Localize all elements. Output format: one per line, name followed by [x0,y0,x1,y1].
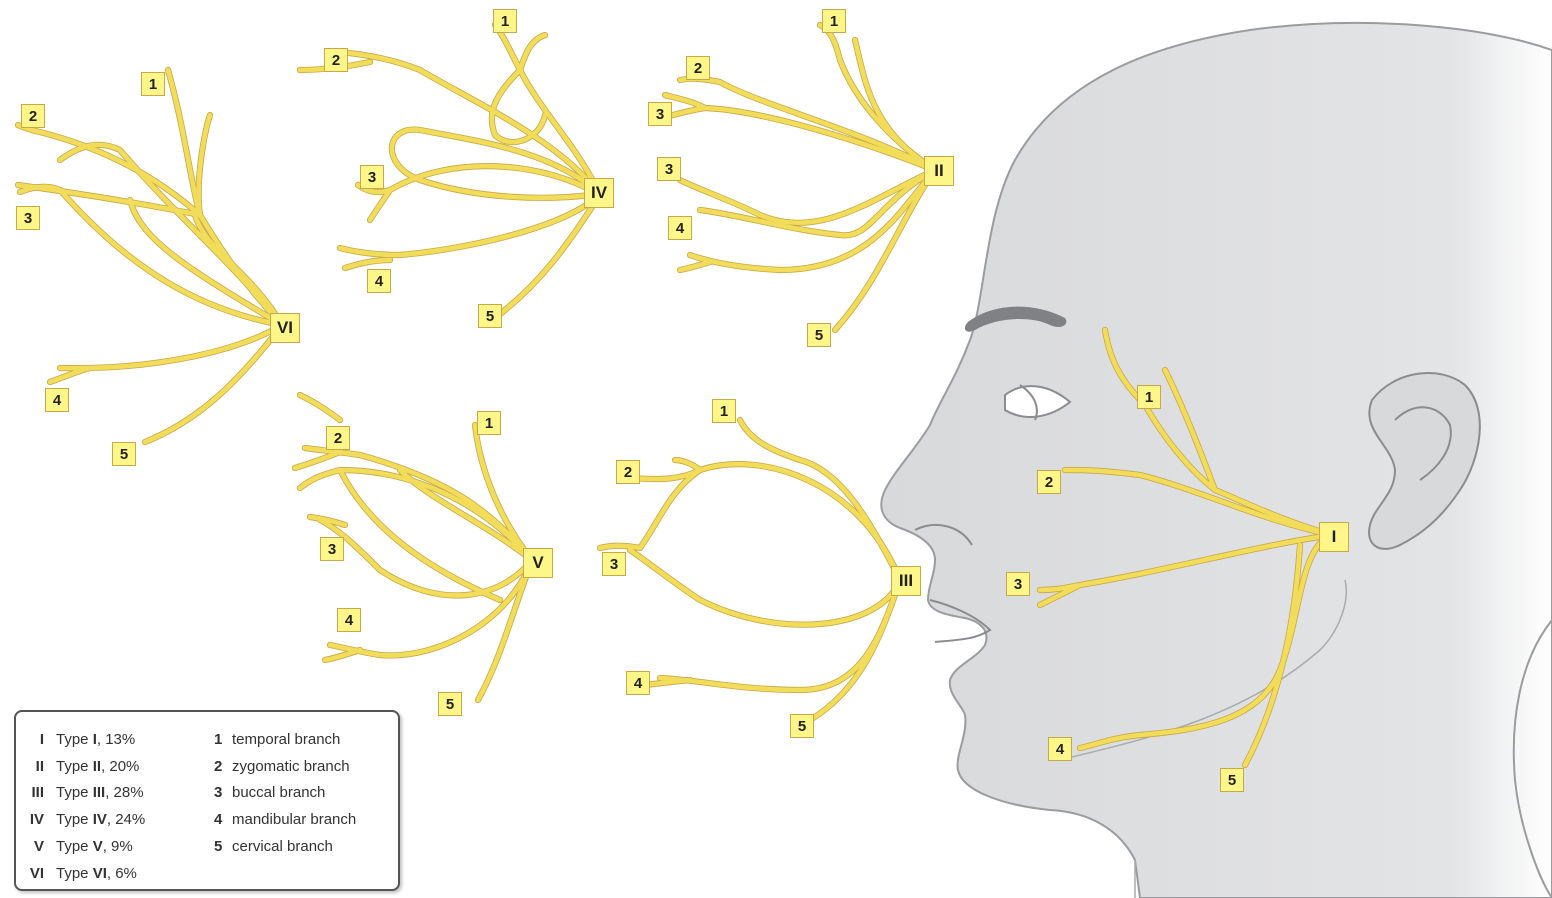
legend-type-text: Type VI, 6% [56,865,137,882]
i-label-4: 4 [1048,737,1072,761]
iii-label-1: 1 [712,399,736,423]
type-v-label: V [523,548,553,578]
vi-label-4: 4 [45,388,69,412]
type-vi-label: VI [270,313,300,343]
legend-branch-row: 5 cervical branch [214,833,356,860]
legend-type-text: Type V, 9% [56,838,133,855]
legend-branch-name: zygomatic branch [232,758,350,775]
head-profile [881,23,1552,898]
type-iii-label: III [891,566,921,596]
type-iv-nerve-branch [492,70,545,142]
legend-type-text: Type I, 13% [56,731,135,748]
type-vi-branch-outline [130,200,282,325]
legend-branch-row: 2 zygomatic branch [214,753,356,780]
type-vi-nerve-branch [199,115,210,215]
legend-branch-row: 3 buccal branch [214,780,356,807]
iii-label-2: 2 [616,460,640,484]
legend-type-numeral: II [16,758,56,775]
iii-label-5: 5 [790,714,814,738]
type-iii-nerve-branch [740,420,900,580]
type-vi-branch-outline [50,325,282,382]
type-vi-nerve-branch [145,325,282,442]
legend-branches: 1 temporal branch 2 zygomatic branch 3 b… [214,726,356,860]
type-vi-nerve-branch [130,200,282,325]
legend-type-text: Type IV, 24% [56,811,145,828]
legend-branch-key: 1 [214,731,232,748]
legend-type-row: III Type III, 28% [16,780,145,807]
legend-types: I Type I, 13% II Type II, 20% III Type I… [16,726,145,887]
vi-label-2: 2 [21,104,45,128]
v-label-1: 1 [477,411,501,435]
legend-type-numeral: I [16,731,56,748]
type-iv-label: IV [584,178,614,208]
legend-type-numeral: III [16,784,56,801]
iii-label-3: 3 [602,552,626,576]
type-vi-branch-outline [145,325,282,442]
type-vi-nerve-branch [60,145,282,325]
legend-branch-name: buccal branch [232,784,325,801]
vi-label-5: 5 [112,442,136,466]
legend-type-numeral: V [16,838,56,855]
i-label-5: 5 [1220,768,1244,792]
legend-branch-key: 4 [214,811,232,828]
iii-label-4: 4 [626,671,650,695]
type-v-nerve-branch [300,395,340,420]
legend-type-row: I Type I, 13% [16,726,145,753]
legend-branch-key: 5 [214,838,232,855]
vi-label-3: 3 [16,206,40,230]
iv-label-5: 5 [478,304,502,328]
type-vi-nerve-branch [50,325,282,382]
v-label-3: 3 [320,537,344,561]
type-vi-branch-outline [168,70,282,325]
legend-branch-name: cervical branch [232,838,333,855]
legend-type-row: IV Type IV, 24% [16,806,145,833]
ii-label-5: 5 [807,323,831,347]
vi-label-1: 1 [141,72,165,96]
iv-label-3: 3 [360,165,384,189]
legend-type-text: Type II, 20% [56,758,139,775]
legend-type-row: V Type V, 9% [16,833,145,860]
i-label-1: 1 [1137,385,1161,409]
legend-box: I Type I, 13% II Type II, 20% III Type I… [14,710,400,891]
type-iii-branch-outline [600,546,900,625]
type-iii-nerve-branch [630,460,900,580]
ii-label-2: 2 [686,56,710,80]
legend-branch-name: temporal branch [232,731,340,748]
legend-type-row: II Type II, 20% [16,753,145,780]
legend-branch-key: 2 [214,758,232,775]
legend-branch-row: 4 mandibular branch [214,806,356,833]
v-label-2: 2 [326,426,350,450]
legend-branch-row: 1 temporal branch [214,726,356,753]
legend-type-numeral: VI [16,865,56,882]
legend-type-numeral: IV [16,811,56,828]
legend-branch-name: mandibular branch [232,811,356,828]
type-vi-branch-outline [60,145,282,325]
type-ii-label: II [924,156,954,186]
iv-label-1: 1 [493,9,517,33]
v-label-4: 4 [337,608,361,632]
type-i-label: I [1319,522,1349,552]
iv-label-4: 4 [367,269,391,293]
ii-label-4: 4 [668,216,692,240]
legend-type-text: Type III, 28% [56,784,144,801]
i-label-2: 2 [1037,470,1061,494]
ii-label-3b: 3 [657,157,681,181]
legend-branch-key: 3 [214,784,232,801]
type-vi-nerve-branch [168,70,282,325]
type-iv-branch-outline [495,195,600,318]
iv-label-2: 2 [324,48,348,72]
ii-label-3a: 3 [648,102,672,126]
v-label-5: 5 [438,692,462,716]
ii-label-1: 1 [822,9,846,33]
legend-type-row: VI Type VI, 6% [16,860,145,887]
i-label-3: 3 [1006,572,1030,596]
